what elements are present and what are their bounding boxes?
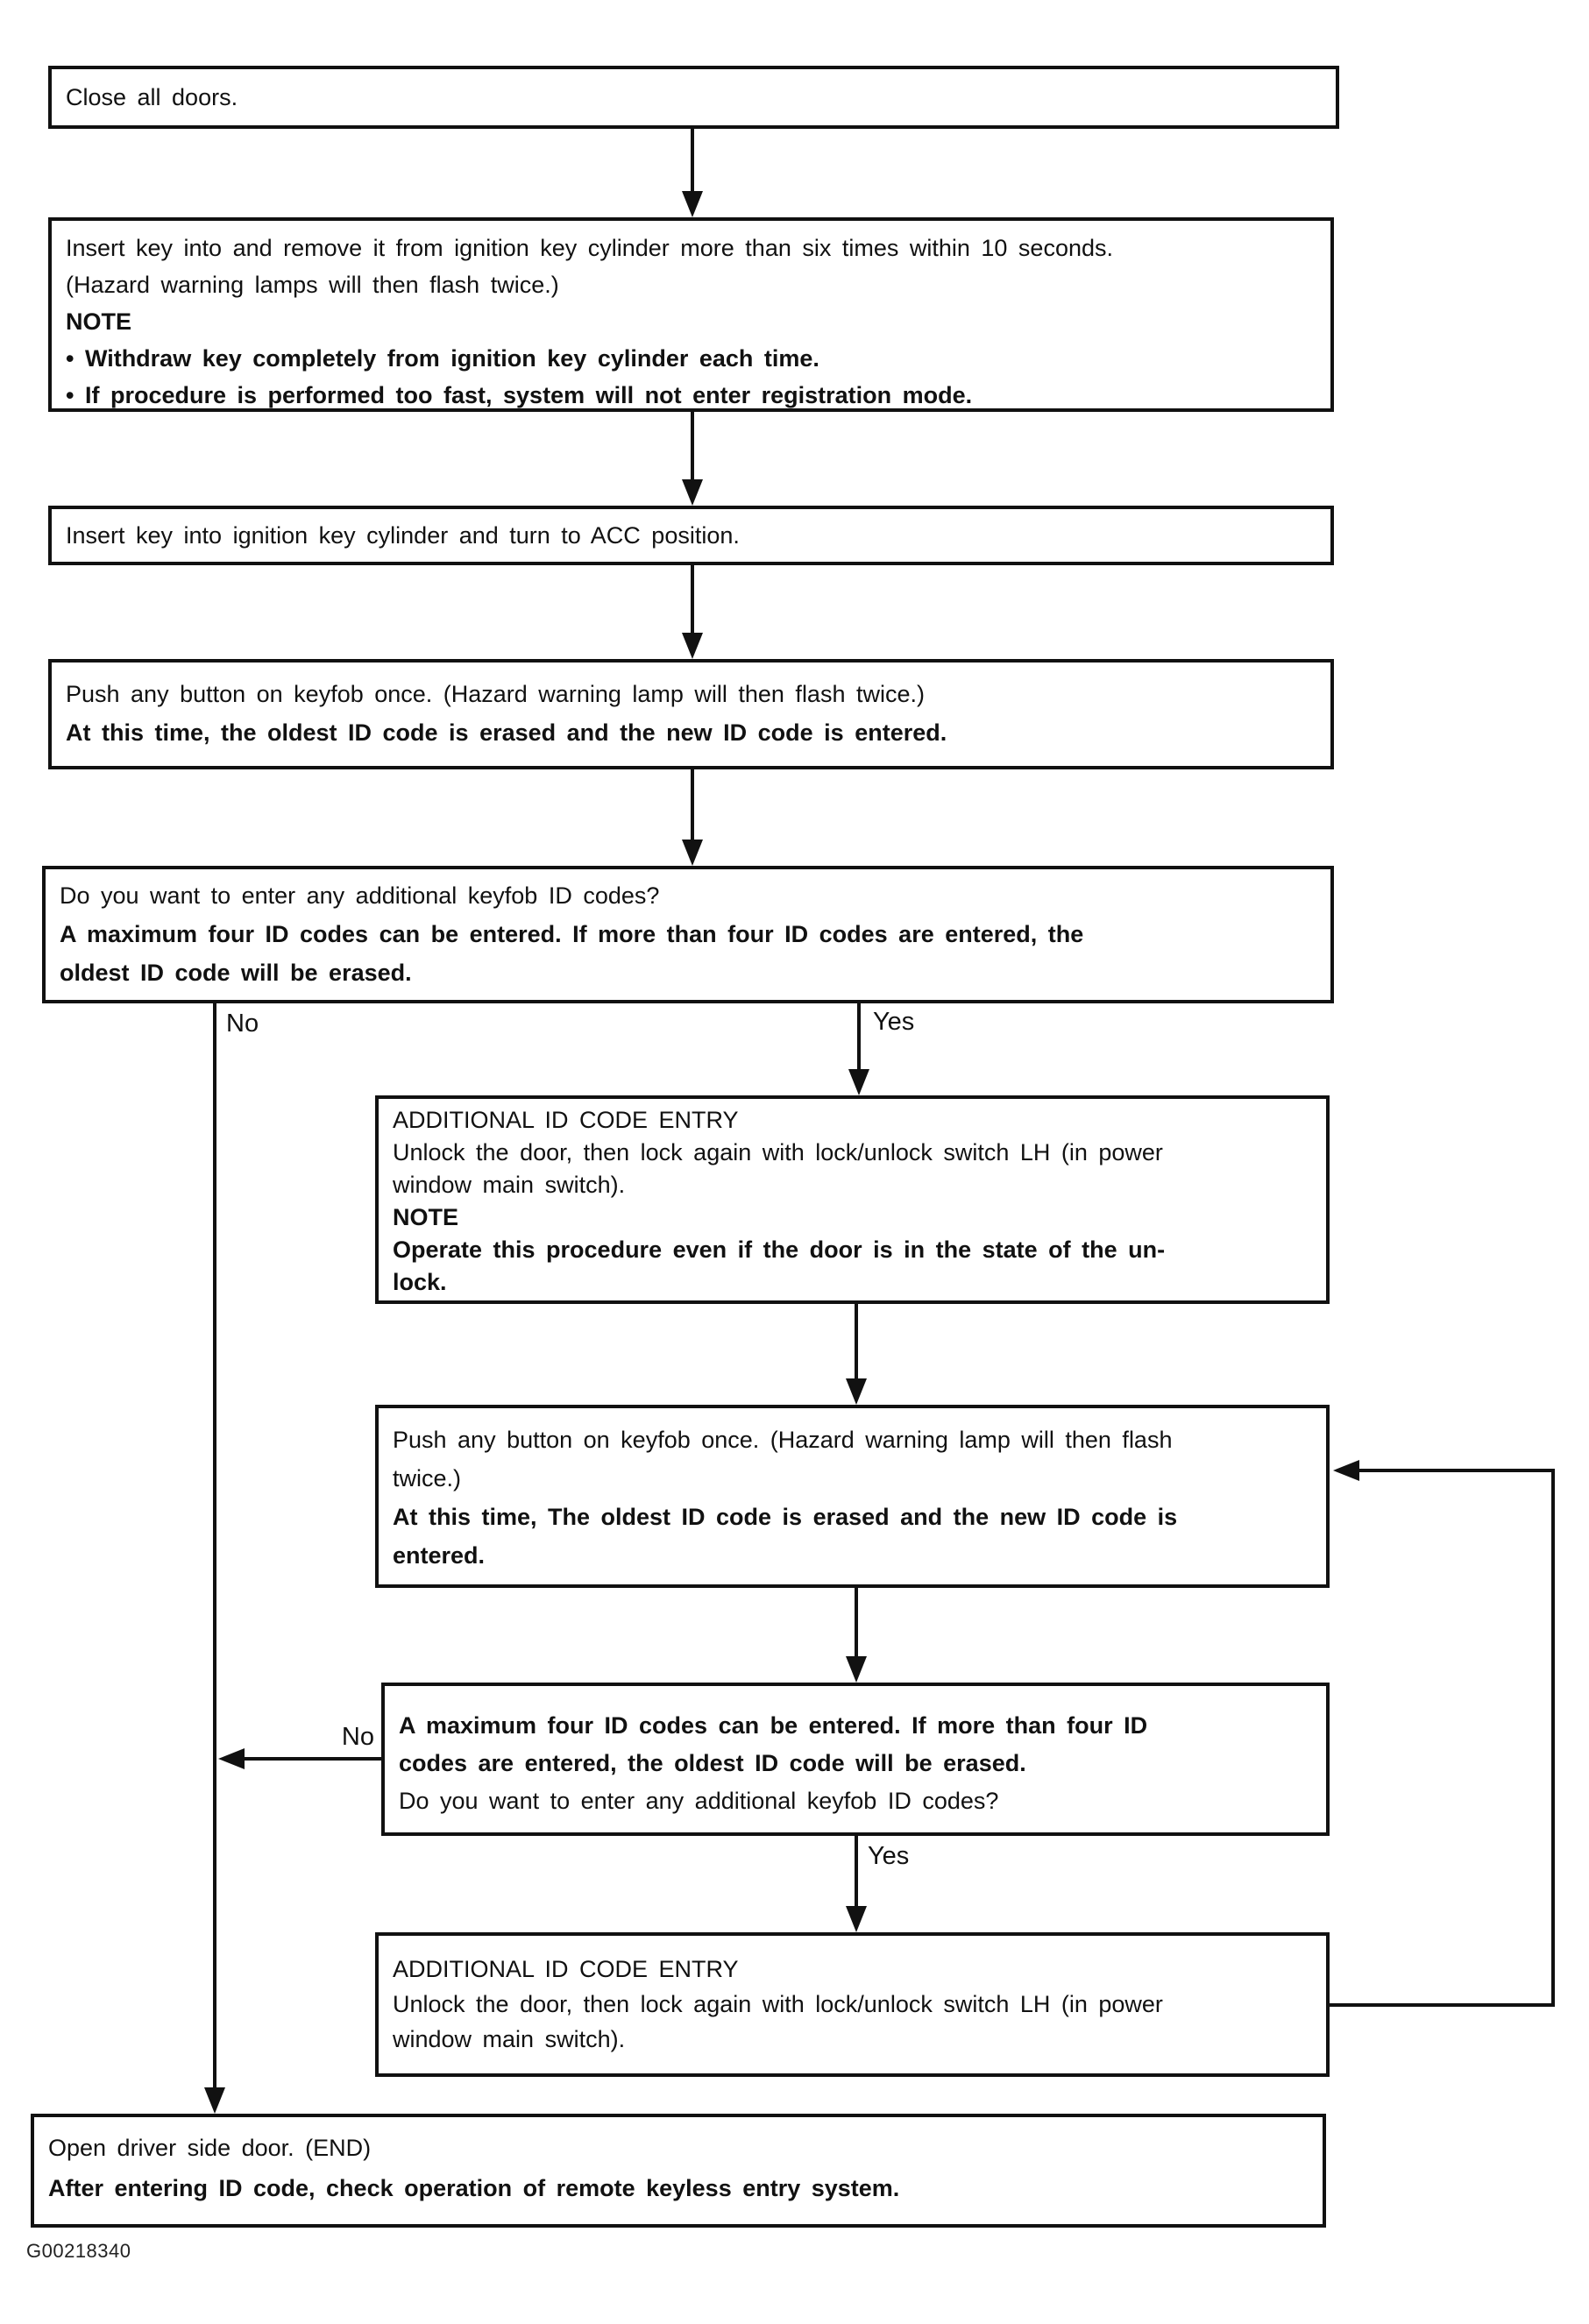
arrowhead-down-icon [846,1656,867,1683]
box-line: Open driver side door. (END) [48,2135,372,2161]
connector-line [691,769,694,841]
connector-line-no-2 [244,1757,383,1761]
box-line: window main switch). [393,1172,626,1198]
box-line: Unlock the door, then lock again with lo… [393,1139,1163,1166]
connector-line [855,1836,858,1908]
box-line: A maximum four ID codes can be entered. … [60,921,1084,947]
connector-line [691,127,694,194]
box-line: ADDITIONAL ID CODE ENTRY [393,1107,739,1133]
box-line: entered. [393,1542,486,1569]
box-insert-key-acc: Insert key into ignition key cylinder an… [48,506,1334,565]
arrowhead-down-icon [204,2087,225,2114]
arrowhead-left-icon [218,1748,245,1769]
box-line: twice.) [393,1465,462,1491]
box-insert-remove-key: Insert key into and remove it from ignit… [48,217,1334,412]
box-line: Push any button on keyfob once. (Hazard … [393,1427,1173,1453]
box-line: • If procedure is performed too fast, sy… [66,382,973,408]
box-line: window main switch). [393,2026,626,2052]
box-line: (Hazard warning lamps will then flash tw… [66,272,559,298]
connector-line-no-branch [213,1003,216,2089]
box-line: Push any button on keyfob once. (Hazard … [66,681,925,707]
connector-loop-top [1358,1469,1551,1472]
figure-code: G00218340 [26,2240,131,2262]
arrowhead-down-icon [846,1906,867,1932]
branch-label-yes-1: Yes [873,1008,915,1036]
box-line: lock. [393,1269,447,1295]
branch-label-no-1: No [226,1010,259,1038]
box-line: oldest ID code will be erased. [60,960,412,986]
arrowhead-left-icon [1333,1460,1359,1481]
box-line: Unlock the door, then lock again with lo… [393,1991,1163,2017]
branch-label-no-2: No [341,1723,374,1751]
arrowhead-down-icon [848,1069,869,1095]
connector-line [857,1003,861,1071]
box-line: ADDITIONAL ID CODE ENTRY [393,1956,739,1982]
box-push-keyfob-button: Push any button on keyfob once. (Hazard … [48,659,1334,769]
box-line: Operate this procedure even if the door … [393,1236,1166,1263]
box-line: codes are entered, the oldest ID code wi… [399,1750,1026,1776]
box-line: Insert key into and remove it from ignit… [66,235,1113,261]
arrowhead-down-icon [682,633,703,659]
arrowhead-down-icon [682,479,703,506]
box-push-keyfob-button-2: Push any button on keyfob once. (Hazard … [375,1405,1330,1588]
connector-line [855,1304,858,1380]
box-line: Insert key into ignition key cylinder an… [66,522,740,549]
arrowhead-down-icon [682,840,703,866]
box-additional-codes-question: Do you want to enter any additional keyf… [42,866,1334,1003]
box-line: After entering ID code, check operation … [48,2175,900,2201]
box-line: NOTE [393,1204,459,1230]
box-line: A maximum four ID codes can be entered. … [399,1712,1148,1739]
branch-label-yes-2: Yes [868,1842,910,1870]
arrowhead-down-icon [682,191,703,217]
box-line: Do you want to enter any additional keyf… [60,882,660,909]
box-line: Do you want to enter any additional keyf… [399,1788,999,1814]
box-close-all-doors: Close all doors. [48,66,1339,129]
box-line: Close all doors. [66,84,238,110]
connector-loop-vertical [1551,1469,1555,2007]
box-additional-id-code-entry-1: ADDITIONAL ID CODE ENTRY Unlock the door… [375,1095,1330,1304]
box-additional-id-code-entry-2: ADDITIONAL ID CODE ENTRY Unlock the door… [375,1932,1330,2077]
connector-loop-bottom [1330,2003,1555,2007]
connector-line [691,565,694,634]
connector-line [855,1588,858,1658]
box-line: • Withdraw key completely from ignition … [66,345,819,372]
box-line: At this time, The oldest ID code is eras… [393,1504,1178,1530]
box-line: NOTE [66,308,132,335]
connector-line [691,412,694,482]
box-line: At this time, the oldest ID code is eras… [66,719,947,746]
box-open-driver-door-end: Open driver side door. (END) After enter… [31,2114,1326,2228]
arrowhead-down-icon [846,1378,867,1405]
box-max-codes-question: A maximum four ID codes can be entered. … [381,1683,1330,1836]
